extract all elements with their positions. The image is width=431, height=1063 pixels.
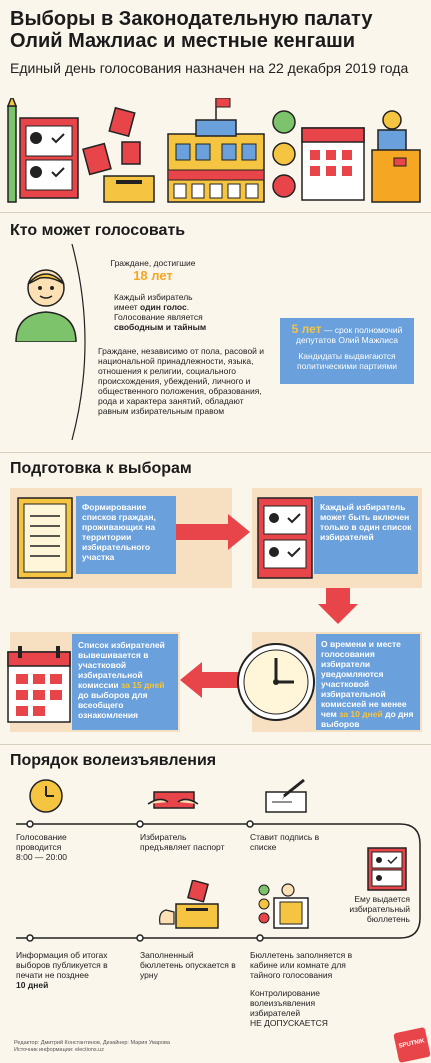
clock-icon — [29, 779, 63, 813]
vote-line-3: Голосование является — [114, 312, 203, 322]
step-2-text: Каждый избиратель может быть включен тол… — [320, 502, 412, 542]
timeline-item-control: Контролирование волеизъявления избирател… — [250, 988, 328, 1028]
arrow-right-icon — [176, 514, 250, 550]
header-illustration — [6, 98, 421, 203]
step-box-2: Каждый избиратель может быть включен тол… — [314, 496, 418, 574]
section-divider — [0, 744, 431, 745]
step-box-3: Список избирателей вывешивается в участк… — [72, 634, 178, 730]
calendar-icon — [7, 646, 71, 723]
hand-icon — [159, 909, 175, 925]
ballot-box-icon — [175, 880, 219, 929]
ballot-icon — [367, 847, 407, 891]
timeline-path — [16, 820, 421, 942]
document-icon — [17, 497, 73, 579]
timeline-item-booth: Бюллетень заполняется в кабине или комна… — [250, 950, 353, 980]
timeline-item-sign: Ставит подпись в списке — [250, 832, 320, 852]
timeline-item-passport: Избиратель предъявляет паспорт — [140, 832, 225, 852]
section-divider — [0, 212, 431, 213]
voter-list-icon — [19, 117, 79, 199]
timeline-item-ballot: Ему выдается избирательный бюллетень — [349, 894, 410, 924]
age-value: 18 лет — [133, 268, 173, 283]
section-who-can-vote-heading: Кто может голосовать — [10, 222, 186, 239]
arrow-left-icon — [180, 662, 254, 698]
page-title: Выборы в Законодательную палату Олий Маж… — [10, 8, 373, 52]
voter-avatar-icon — [15, 269, 77, 342]
equality-text: Граждане, независимо от пола, расовой и … — [98, 346, 265, 416]
step-1-text: Формирование списков граждан, проживающи… — [82, 502, 156, 562]
clock-icon — [237, 643, 315, 721]
one-vote-block: Каждый избиратель имеет один голос. Голо… — [114, 292, 234, 332]
smiley-icon — [272, 110, 296, 198]
arrow-down-icon — [318, 588, 358, 624]
credits: Редактор: Дмитрий Константинов, Дизайнер… — [14, 1040, 170, 1053]
voting-booth-icon — [258, 883, 309, 929]
passport-icon — [147, 791, 199, 809]
vote-line-2: имеет один голос. — [114, 302, 190, 312]
age-requirement: Граждане, достигшие 18 лет — [98, 258, 208, 283]
voter-list-icon — [257, 497, 313, 579]
timeline-item-hours: Голосование проводится 8:00 — 20:00 — [16, 832, 68, 862]
timeline-item-urn: Заполненный бюллетень опускается в урну — [140, 950, 236, 980]
building-icon — [167, 98, 265, 203]
term-text: 5 лет — срок полномочий депутатов Олий М… — [291, 322, 403, 345]
parties-text: Кандидаты выдвигаются политическими парт… — [296, 351, 398, 371]
calendar-icon — [301, 127, 365, 201]
timeline-item-publish: Информация об итогах выборов публикуется… — [16, 950, 108, 990]
sputnik-logo: SPUTNIK — [393, 1027, 431, 1063]
speaker-podium-icon — [371, 110, 421, 203]
ballot-box-icon — [103, 175, 155, 203]
step-3-text: Список избирателей вывешивается в участк… — [78, 640, 165, 720]
page-subtitle: Единый день голосования назначен на 22 д… — [10, 60, 409, 76]
term-panel: 5 лет — срок полномочий депутатов Олий М… — [280, 318, 414, 384]
bracket-arc — [71, 243, 86, 441]
vote-line-1: Каждый избиратель — [114, 292, 193, 302]
step-box-4: О времени и месте голосования избиратели… — [316, 634, 420, 730]
vote-line-4: свободным и тайным — [114, 322, 207, 332]
step-4-text: О времени и месте голосования избиратели… — [321, 639, 414, 729]
section-divider — [0, 452, 431, 453]
ballot-icon — [82, 106, 141, 176]
section-preparation-heading: Подготовка к выборам — [10, 460, 192, 477]
signature-icon — [265, 778, 307, 813]
age-prefix: Граждане, достигшие — [110, 258, 196, 268]
step-box-1: Формирование списков граждан, проживающи… — [76, 496, 176, 574]
section-voting-procedure-heading: Порядок волеизъявления — [10, 752, 217, 769]
pencil-icon — [6, 98, 18, 203]
